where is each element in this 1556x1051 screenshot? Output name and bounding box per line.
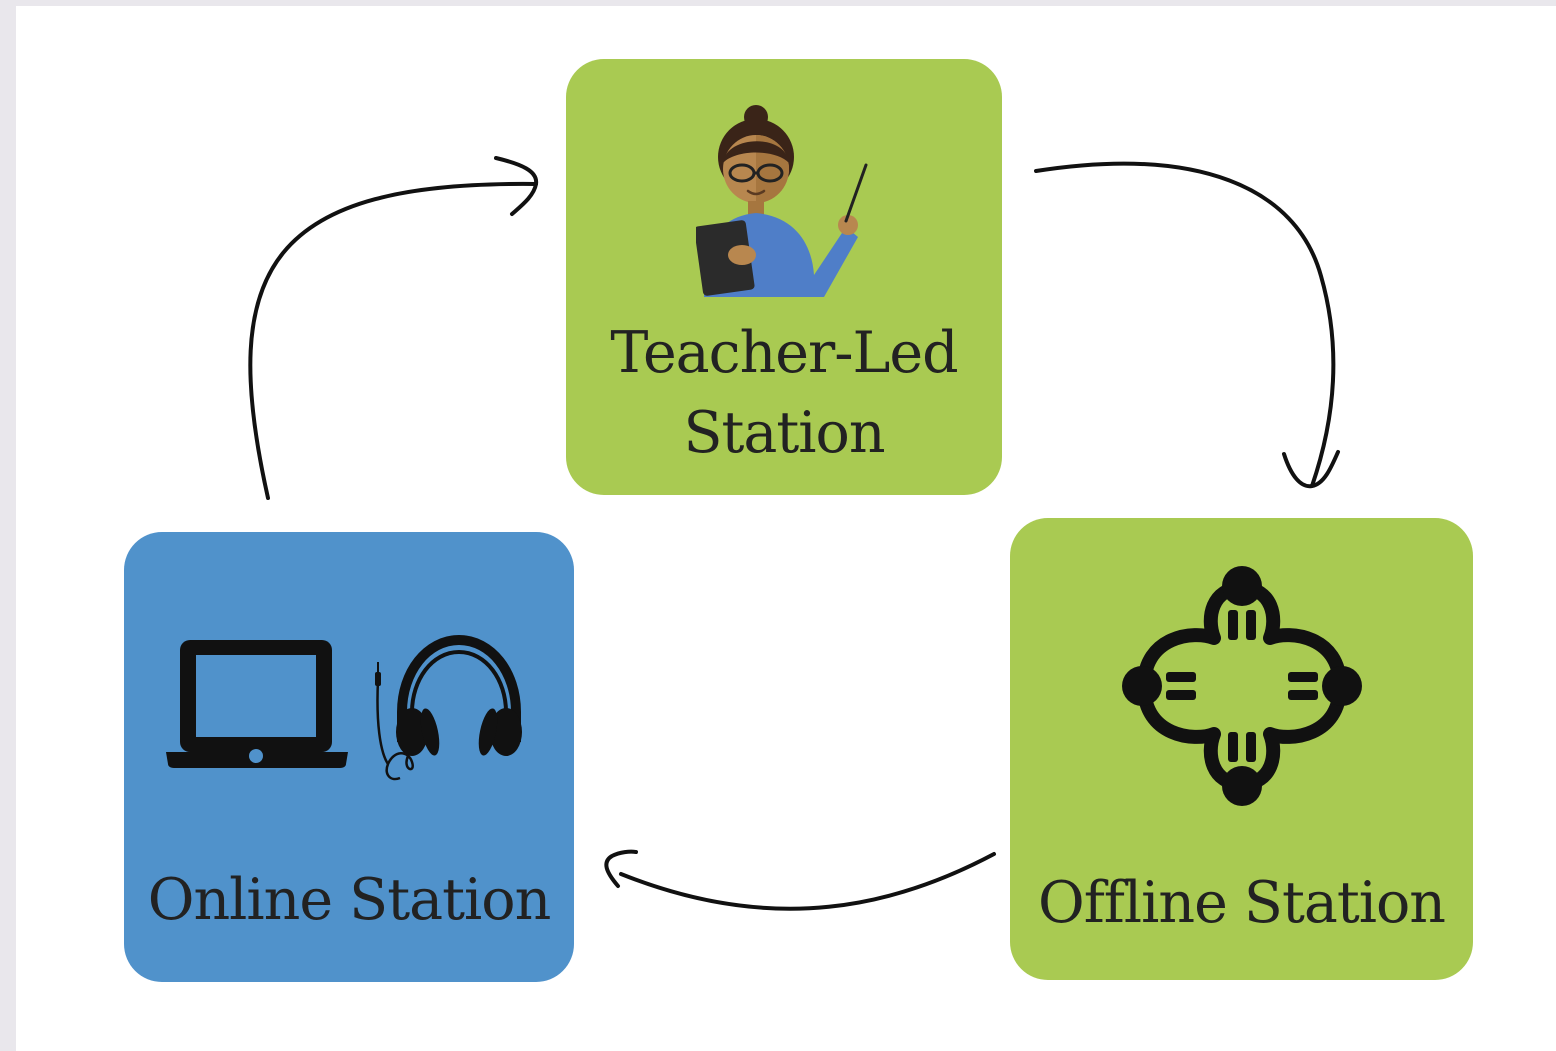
online-station: Online Station [124,532,574,982]
teacher-station-label: Teacher-Led Station [566,313,1002,473]
person-top [1222,566,1262,606]
arrowhead-teacher-to-offline [1282,450,1340,489]
arrowhead-online-to-teacher [494,156,539,216]
arrowhead-offline-to-online [604,849,638,888]
group-table-icon [1122,566,1362,806]
teacher-label-line1: Teacher-Led [610,320,958,386]
person-right [1322,666,1362,706]
offline-station-label: Offline Station [1037,870,1446,936]
diagram-canvas: Teacher-Led Station Off [16,6,1556,1051]
offline-station: Offline Station [1010,518,1473,980]
person-left [1122,666,1162,706]
teacher-led-station: Teacher-Led Station [566,59,1002,495]
arrow-offline-to-online [619,852,996,911]
laptop-icon [166,640,348,768]
arrow-teacher-to-offline [1034,161,1336,488]
online-station-label: Online Station [147,867,552,933]
headphones-icon [375,634,522,781]
teacher-label-line2: Station [683,400,885,466]
arrow-online-to-teacher [248,181,538,500]
person-bottom [1222,766,1262,806]
teacher-icon [696,105,868,297]
cycle-arrows [248,156,1340,911]
